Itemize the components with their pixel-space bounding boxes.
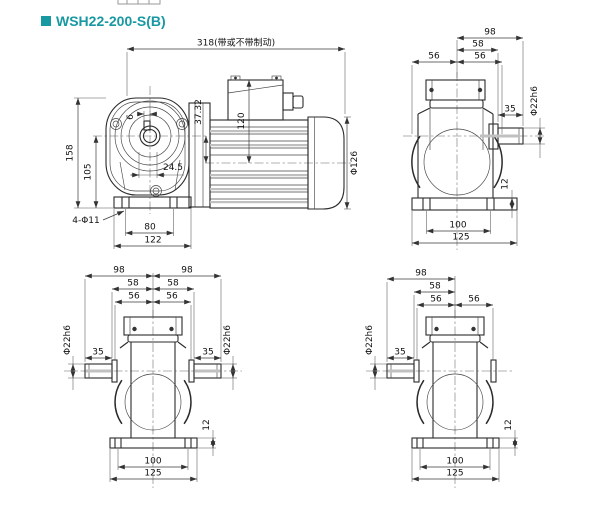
- terminal-box: [227, 75, 304, 121]
- dim-c-35-right: 35: [202, 348, 213, 358]
- dim-b-shaft-dia: Φ22h6: [530, 86, 540, 116]
- dim-b-125: 125: [452, 233, 469, 243]
- dim-axis-offset: 37.32: [194, 99, 204, 125]
- dim-d-58: 58: [429, 282, 441, 292]
- dim-d-shaft-dia: Φ22h6: [365, 325, 375, 355]
- front-view-drawing: 318(带或不带制动) 158 105 24.5 6 37.32: [66, 37, 360, 249]
- dim-d-125: 125: [446, 469, 463, 479]
- dim-c-56-right: 56: [166, 292, 178, 302]
- dim-motor-diameter: Φ126: [350, 151, 360, 176]
- dim-c-shaft-dia-right: Φ22h6: [223, 325, 233, 355]
- model-number: WSH22-200-S(B): [56, 13, 166, 29]
- dim-c-125: 125: [144, 469, 161, 479]
- dim-d-100: 100: [446, 457, 463, 467]
- dim-mount-holes: 4-Φ11: [72, 216, 100, 226]
- cropped-figure-fragment: [117, 0, 161, 5]
- dim-b-100: 100: [449, 221, 466, 231]
- motor-fins: [210, 126, 308, 204]
- dim-c-foot-height: 12: [202, 419, 212, 430]
- side-view-shaft-left: 98 58 56 56 35 Φ22h6 12: [365, 269, 518, 488]
- dim-d-foot-height: 12: [504, 419, 514, 430]
- dim-d-98: 98: [415, 269, 427, 279]
- side-view-shaft-right: 56 56 58 98 35 Φ22h6 12: [403, 28, 546, 250]
- dim-c-58-left: 58: [127, 279, 139, 289]
- dim-b-56-right: 56: [474, 52, 486, 62]
- dim-c-58-right: 58: [167, 279, 179, 289]
- dim-c-56-left: 56: [128, 292, 140, 302]
- dim-keyway-width: 6: [126, 114, 136, 120]
- dim-c-98-right: 98: [181, 266, 193, 276]
- model-title: WSH22-200-S(B): [41, 13, 166, 29]
- dim-b-35: 35: [504, 105, 515, 115]
- dim-base-width: 122: [144, 236, 161, 246]
- dim-box-height: 120: [237, 112, 247, 129]
- dim-offset: 24.5: [163, 163, 183, 173]
- dim-hole-span: 80: [144, 223, 156, 233]
- dim-total-height: 158: [66, 144, 76, 161]
- dim-c-35-left: 35: [92, 348, 103, 358]
- dim-d-56-left: 56: [430, 295, 442, 305]
- dim-d-56-right: 56: [468, 295, 480, 305]
- dim-b-56-left: 56: [428, 52, 440, 62]
- dim-c-98-left: 98: [113, 266, 125, 276]
- dim-overall-length: 318(带或不带制动): [197, 37, 275, 49]
- side-view-double-shaft: 98 98 58 58 56 56 35 35 Φ2: [63, 266, 242, 488]
- dim-b-foot-height: 12: [501, 178, 511, 189]
- title-bullet-icon: [41, 16, 51, 26]
- dim-axis-height: 105: [84, 163, 94, 180]
- dim-b-98: 98: [484, 28, 496, 38]
- dim-c-100: 100: [144, 457, 161, 467]
- dim-c-shaft-dia-left: Φ22h6: [63, 325, 73, 355]
- cover-screw-icon: [110, 118, 188, 197]
- dim-b-58: 58: [472, 40, 484, 50]
- dim-d-35: 35: [394, 348, 405, 358]
